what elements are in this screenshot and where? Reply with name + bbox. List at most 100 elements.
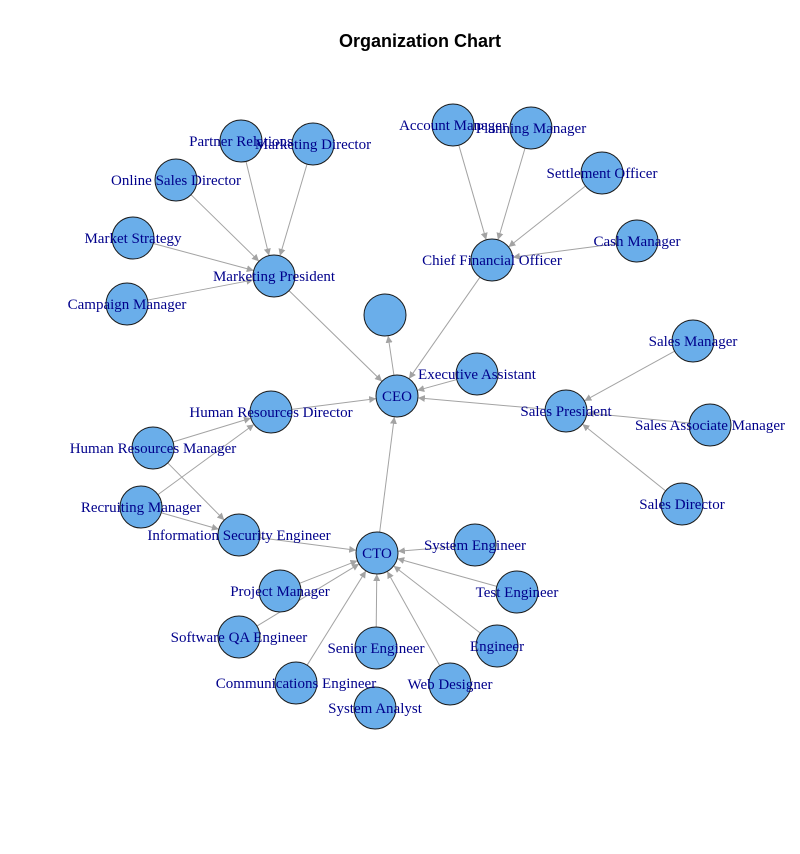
node-circle-exec_assistant [455, 352, 499, 396]
node-sales_mgr: Sales Manager [649, 319, 738, 363]
node-label-sys_analyst: System Analyst [328, 701, 423, 717]
node-blank [363, 293, 407, 337]
node-senior_eng: Senior Engineer [327, 626, 425, 670]
node-circle-comm_eng [274, 661, 318, 705]
node-circle-online_sales [154, 158, 198, 202]
node-circle-test_eng [495, 570, 539, 614]
node-settlement: Settlement Officer [547, 151, 658, 195]
edge-sales_mgr-to-sales_pres [584, 350, 675, 402]
node-test_eng: Test Engineer [476, 570, 559, 614]
edge-sales_dir-to-sales_pres [582, 423, 666, 492]
node-sales_dir: Sales Director [639, 482, 725, 526]
edge-hr_dir-to-ceo [291, 396, 377, 410]
node-circle-info_sec [217, 513, 261, 557]
edge-campaign_mgr-to-mkt_pres [147, 277, 254, 301]
edge-partner_rel-to-mkt_pres [245, 161, 271, 256]
node-circle-sw_qa [217, 615, 261, 659]
node-circle-mkt_dir [291, 122, 335, 166]
node-label-mkt_dir: Marketing Director [255, 137, 371, 153]
edge-project_mgr-to-cto [299, 559, 358, 584]
edge-online_sales-to-mkt_pres [190, 194, 260, 262]
edge-comm_eng-to-cto [306, 570, 367, 666]
edge-planning_mgr-to-cfo [496, 147, 526, 241]
node-label-account_mgr: Account Manager [399, 118, 507, 134]
node-sys_analyst: System Analyst [328, 686, 423, 730]
node-circle-hr_dir [249, 390, 293, 434]
node-sw_qa: Software QA Engineer [171, 615, 308, 659]
edge-test_eng-to-cto [397, 557, 497, 587]
node-recruit_mgr: Recruiting Manager [81, 485, 201, 529]
node-sales_pres: Sales President [520, 389, 612, 433]
node-circle-web_designer [428, 662, 472, 706]
edge-cfo-to-ceo [408, 276, 481, 380]
node-label-cto: CTO [362, 546, 392, 562]
node-label-mkt_pres: Marketing President [213, 269, 336, 285]
node-label-settlement: Settlement Officer [547, 166, 658, 182]
chart-title: Organization Chart [339, 31, 501, 51]
edge-ceo-to-blank [385, 335, 395, 376]
edges-layer [147, 145, 690, 666]
node-mkt_strategy: Market Strategy [84, 216, 182, 260]
edge-cto-to-ceo [379, 416, 397, 533]
node-engineer: Engineer [470, 624, 524, 668]
edge-sales_pres-to-ceo [417, 394, 546, 410]
node-circle-mkt_pres [252, 254, 296, 298]
node-project_mgr: Project Manager [230, 569, 330, 613]
node-circle-cfo [470, 238, 514, 282]
edge-account_mgr-to-cfo [458, 145, 488, 240]
node-label-hr_dir: Human Resources Director [189, 405, 352, 421]
node-mkt_dir: Marketing Director [255, 122, 371, 166]
edge-cash_mgr-to-cfo [512, 243, 617, 260]
node-circle-account_mgr [431, 103, 475, 147]
node-circle-sales_assoc [688, 403, 732, 447]
node-circle-cto [355, 531, 399, 575]
edge-exec_assistant-to-ceo [417, 379, 457, 392]
node-comm_eng: Communications Engineer [216, 661, 376, 705]
node-label-sw_qa: Software QA Engineer [171, 630, 308, 646]
edge-sales_assoc-to-sales_pres [586, 410, 690, 424]
node-circle-cash_mgr [615, 219, 659, 263]
node-cto: CTO [355, 531, 399, 575]
node-circle-senior_eng [354, 626, 398, 670]
node-label-sales_dir: Sales Director [639, 497, 724, 513]
node-hr_mgr: Human Resources Manager [70, 426, 237, 470]
node-label-sys_eng: System Engineer [424, 538, 526, 554]
edge-info_sec-to-cto [259, 537, 357, 553]
node-web_designer: Web Designer [407, 662, 493, 706]
node-online_sales: Online Sales Director [111, 158, 241, 202]
node-circle-partner_rel [219, 119, 263, 163]
node-label-recruit_mgr: Recruiting Manager [81, 500, 201, 516]
node-label-cash_mgr: Cash Manager [593, 234, 680, 250]
node-label-sales_pres: Sales President [520, 404, 612, 420]
node-label-mkt_strategy: Market Strategy [84, 231, 182, 247]
edge-mkt_pres-to-ceo [288, 290, 383, 382]
node-label-hr_mgr: Human Resources Manager [70, 441, 237, 457]
node-label-online_sales: Online Sales Director [111, 173, 241, 189]
node-label-engineer: Engineer [470, 639, 524, 655]
node-circle-blank [363, 293, 407, 337]
node-circle-planning_mgr [509, 106, 553, 150]
node-info_sec: Information Security Engineer [147, 513, 331, 557]
node-label-cfo: Chief Financial Officer [422, 253, 562, 269]
node-circle-sys_eng [453, 523, 497, 567]
node-circle-engineer [475, 624, 519, 668]
node-cfo: Chief Financial Officer [422, 238, 562, 282]
edge-hr_mgr-to-info_sec [167, 462, 225, 521]
edge-settlement-to-cfo [508, 185, 586, 248]
edge-mkt_dir-to-mkt_pres [278, 163, 308, 257]
node-label-test_eng: Test Engineer [476, 585, 559, 601]
node-account_mgr: Account Manager [399, 103, 507, 147]
edge-recruit_mgr-to-info_sec [161, 512, 219, 531]
node-circle-recruit_mgr [119, 485, 163, 529]
node-hr_dir: Human Resources Director [189, 390, 353, 434]
node-exec_assistant: Executive Assistant [418, 352, 537, 396]
node-label-sales_mgr: Sales Manager [649, 334, 738, 350]
node-circle-ceo [375, 374, 419, 418]
node-label-comm_eng: Communications Engineer [216, 676, 376, 692]
edge-recruit_mgr-to-hr_dir [157, 423, 255, 496]
node-sys_eng: System Engineer [424, 523, 526, 567]
node-circle-campaign_mgr [105, 282, 149, 326]
node-circle-settlement [580, 151, 624, 195]
